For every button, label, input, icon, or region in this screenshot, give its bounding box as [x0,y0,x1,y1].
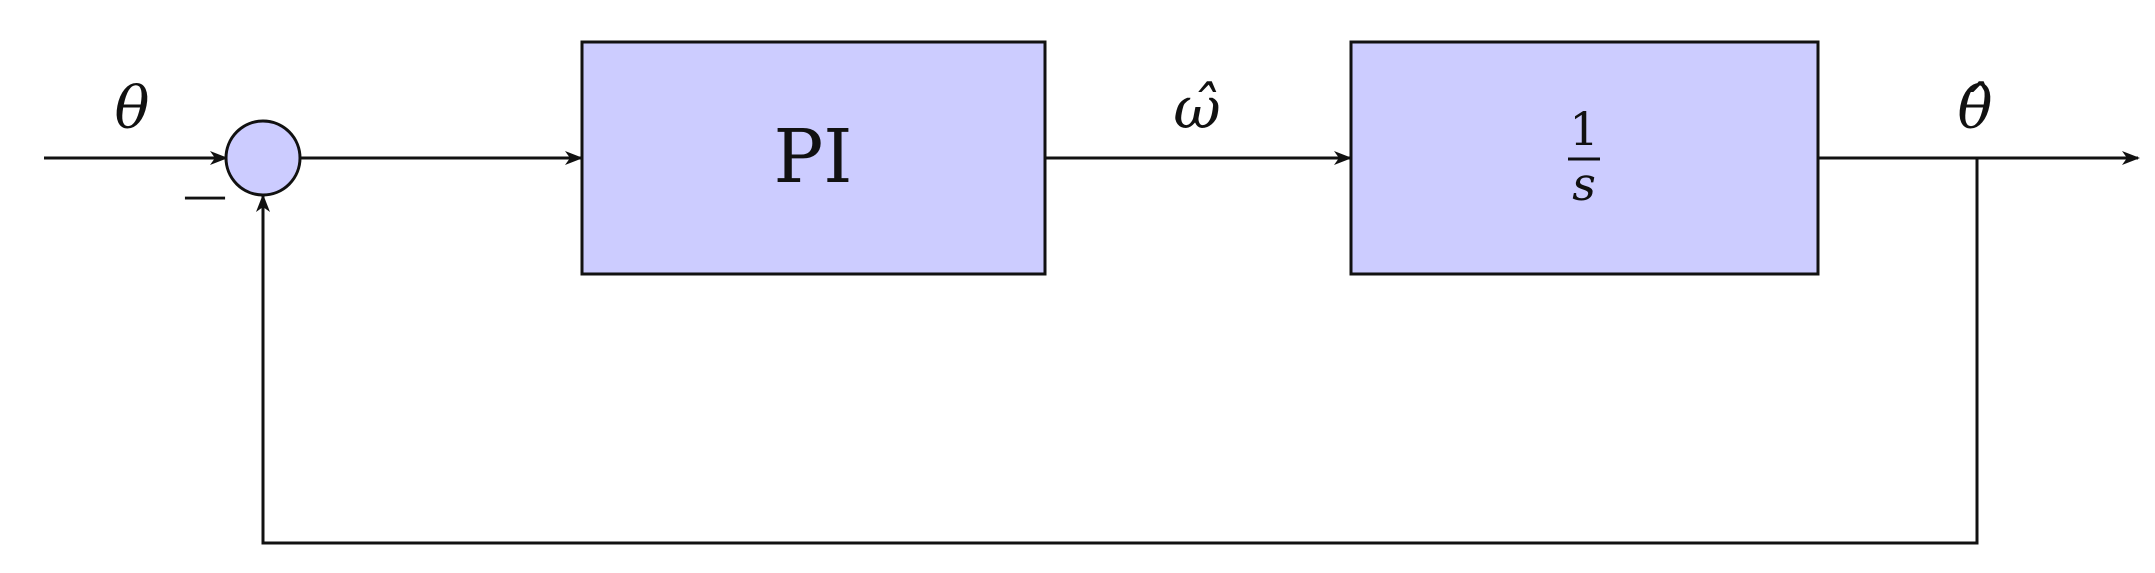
integrator-denominator: s [1572,157,1596,211]
integrator-numerator: 1 [1569,102,1598,156]
input-label: θ [115,74,150,142]
minus-sign: — [183,170,227,221]
omega-hat-label: ω̂ [1173,74,1220,142]
theta-hat-label: θ̂ [1958,74,1993,142]
pi-block [580,40,1047,276]
feedback-path [256,158,1979,545]
summing-junction [224,119,302,197]
pi-block-label: PI [773,114,852,200]
